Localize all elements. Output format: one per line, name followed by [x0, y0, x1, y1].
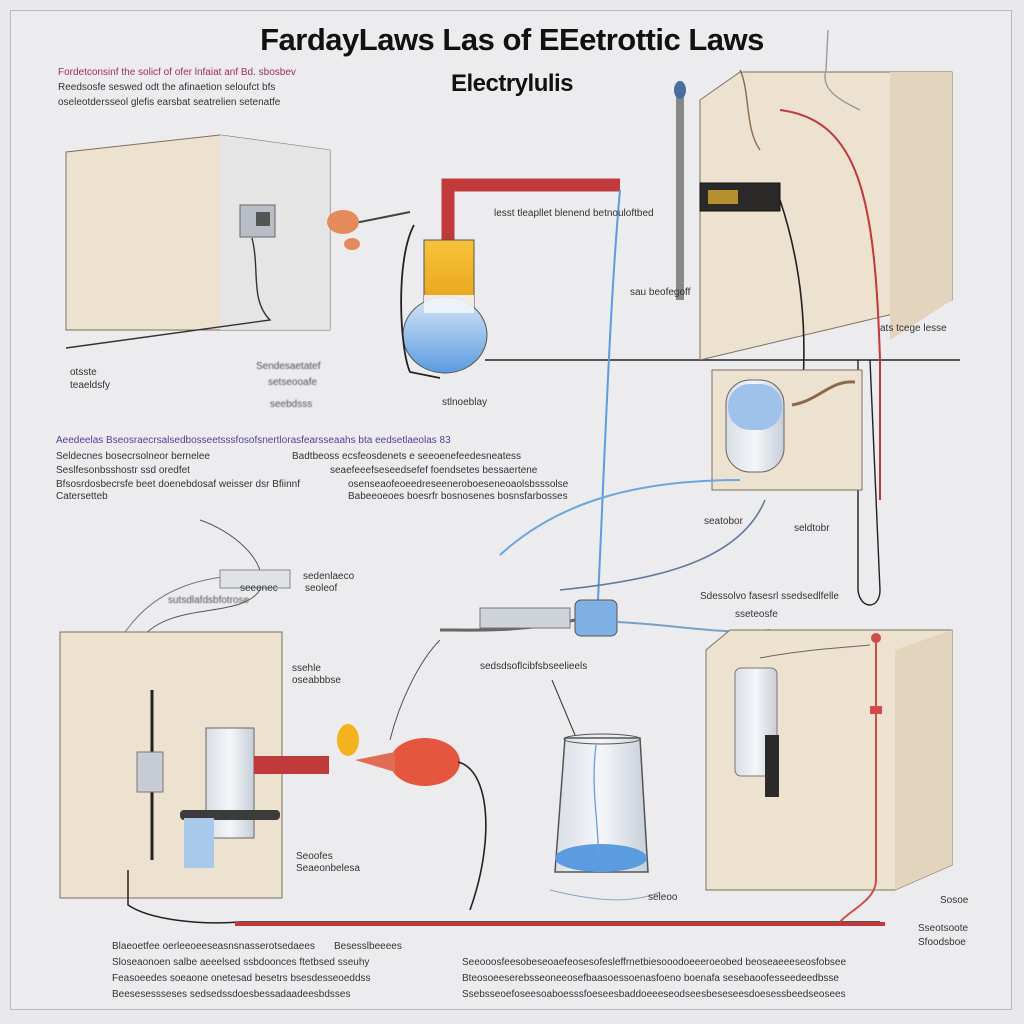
label-right-box-1: ats tcege lesse: [880, 323, 947, 334]
label-bottom-mid-2: Sseotsoote: [918, 923, 969, 934]
label-left-device-2: seeenec: [240, 583, 278, 594]
label-right-box-3: seldtobr: [794, 523, 830, 534]
label-mid-device-1: sedenlaeco: [303, 571, 355, 582]
footer-right-line-2: Bteosoeeserebsseoneeosefbaasoessoenasfoe…: [462, 973, 839, 984]
label-mid-row3b: osenseaofeoeedreseeneroboeseneoaolsbssso…: [348, 479, 569, 490]
flask-assembly: [400, 178, 960, 379]
box-mid-right: [711, 369, 863, 491]
label-top-left-3: oseleotdersseol glefis earsbat seatrelie…: [58, 97, 281, 108]
label-right-meter: sau beofegoff: [630, 287, 691, 298]
label-left-box-2: teaeldsfy: [70, 380, 111, 391]
footer-left-line-1: Blaeoetfee oerleeoeeseasnsnasserotsedaee…: [112, 941, 315, 952]
footer-left-tag: Besesslbeeees: [334, 941, 402, 952]
box-top-left: [65, 134, 411, 349]
label-mid-row1b: Badtbeoss ecsfeosdenets e seeoenefeedesn…: [292, 451, 522, 462]
label-right-lower-2: sseteosfe: [735, 609, 778, 620]
label-mid-device-2: seoleof: [305, 583, 338, 594]
label-top-left-1: Fordetconsinf the solicf of ofer lnfaiat…: [58, 67, 296, 78]
label-right-lower-1: Sdessolvo fasesrl ssedsedlfelle: [700, 591, 839, 602]
label-flask-caption: stlnoeblay: [442, 397, 488, 408]
label-top-left-2: Reedsosfe seswed odt the afinaetion selo…: [58, 82, 276, 93]
label-mid-row4a: Catersetteb: [56, 491, 108, 502]
label-right-box-2: seatobor: [704, 516, 743, 527]
label-mid-row2a: Seslfesonbsshostr ssd oredfet: [56, 465, 190, 476]
label-mid-left-1: Sendesaetatef: [256, 361, 321, 372]
footer-right-line-1: Seeooosfeesobeseoaefeosesofesleffrnetbie…: [462, 957, 847, 968]
footer-left-line-2: Sloseaonoen salbe aeeelsed ssbdoonces ft…: [112, 957, 370, 968]
label-mid-row1a: Seldecnes bosecrsolneor bernelee: [56, 451, 210, 462]
footer-right-line-3: Ssebsseoefoseesoaboesssfoeseesbaddoeeese…: [462, 989, 846, 1000]
footer-left-line-4: Beesesessseses sedsedssdoesbessadaadeesb…: [112, 989, 351, 1000]
label-bottom-right-1: Sosoe: [940, 895, 969, 906]
label-mid-left-3: seebdsss: [270, 399, 313, 410]
box-top-right: [674, 71, 953, 606]
label-mid-row3a: Bfsosrdosbecrsfe beet doenebdosaf weisse…: [56, 479, 301, 490]
diagram-subtitle: Electrylulis: [450, 70, 574, 97]
central-wiring: [439, 189, 771, 637]
left-wires: [119, 519, 291, 641]
label-mid-heading: Aeedeelas Bseosraecrsalsedbosseetsssfoso…: [56, 435, 451, 446]
top-leads: [739, 29, 861, 151]
label-beaker-right-2: oseabbbse: [292, 675, 341, 686]
footer-left-line-3: Feasoeedes soeaone onetesad besetrs bses…: [112, 973, 371, 984]
label-beaker-right-1: ssehle: [292, 663, 321, 674]
box-bottom-left: [59, 631, 880, 924]
label-left-box-1: otsste: [70, 367, 97, 378]
label-bottom-left-1: Seoofes: [296, 851, 333, 862]
label-flask-pipe: lesst tleapllet blenend betnouloftbed: [494, 208, 654, 219]
label-bottom-left-2: Seaeonbelesa: [296, 863, 360, 874]
label-tube: sedsdsoflcibfsbseelieels: [480, 661, 588, 672]
label-mid-row4b: Babeeoeoes boesrfr bosnosenes bosnsfarbo…: [348, 491, 568, 502]
box-bottom-right: [705, 629, 953, 923]
label-mid-left-2: setseooafe: [268, 377, 317, 388]
label-mid-row2b: seaefeeefseseedsefef foendsetes bessaert…: [330, 465, 538, 476]
diagram-title: FardayLaws Las of EEetrottic Laws: [260, 22, 764, 57]
label-left-device-1: sutsdlafdsbfotrose: [168, 595, 250, 606]
beaker-center: [549, 679, 661, 901]
red-bulb: [337, 639, 487, 911]
label-bottom-right-2: Sfoodsboe: [918, 937, 966, 948]
label-bottom-mid-1: seleoo: [648, 892, 678, 903]
